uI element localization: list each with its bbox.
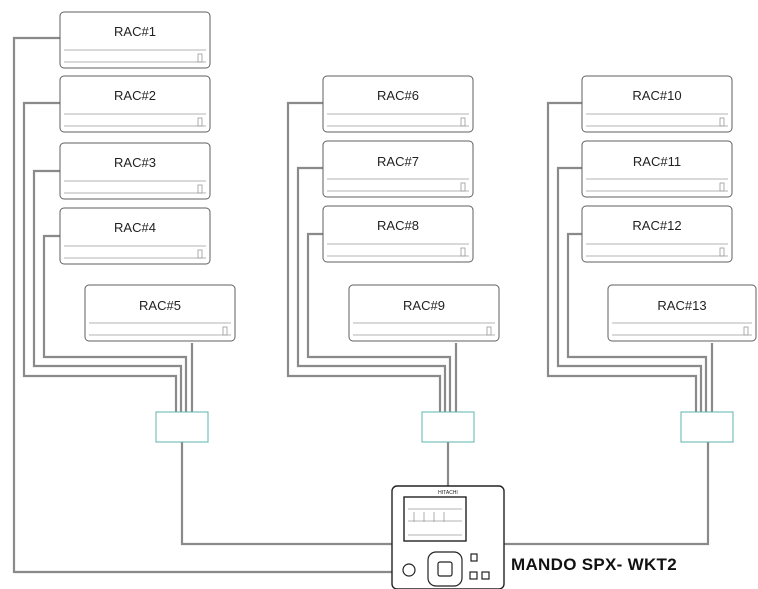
indoor-unit-rac3: RAC#3 [59, 142, 211, 200]
junction-box-3 [680, 411, 734, 443]
controller-brand-logo: HITACHI [438, 490, 458, 496]
wire-rac11 [556, 166, 703, 412]
wire-rac4 [42, 234, 188, 412]
indoor-unit-rac11: RAC#11 [581, 140, 733, 198]
menu-button[interactable] [470, 553, 478, 562]
indoor-unit-rac4: RAC#4 [59, 207, 211, 265]
wire-rac3 [32, 169, 183, 412]
unit-label: RAC#13 [657, 298, 706, 313]
indoor-unit-rac1: RAC#1 [59, 11, 211, 69]
wired-controller: HITACHI [391, 485, 505, 589]
unit-label: RAC#8 [377, 218, 419, 233]
unit-label: RAC#4 [114, 220, 156, 235]
group-3-wiring [504, 101, 714, 546]
controller-label: MANDO SPX- WKT2 [511, 555, 677, 574]
back-button[interactable] [469, 571, 478, 580]
unit-label: RAC#11 [633, 154, 681, 169]
indoor-unit-rac10: RAC#10 [581, 75, 733, 133]
power-button[interactable] [402, 563, 416, 577]
group-2-wiring [286, 101, 458, 486]
wire-rac10 [546, 101, 698, 412]
unit-label: RAC#5 [139, 298, 181, 313]
unit-label: RAC#12 [632, 218, 681, 233]
indoor-unit-rac5: RAC#5 [84, 284, 236, 342]
junction-box-2 [421, 411, 475, 443]
ok-button[interactable] [437, 561, 453, 577]
indoor-unit-rac9: RAC#9 [348, 284, 500, 342]
extra-button[interactable] [481, 571, 490, 580]
indoor-unit-rac2: RAC#2 [59, 75, 211, 133]
indoor-unit-rac8: RAC#8 [322, 205, 474, 263]
unit-label: RAC#10 [632, 88, 681, 103]
wire-rac1 [12, 36, 392, 574]
unit-label: RAC#7 [377, 154, 419, 169]
unit-label: RAC#9 [403, 298, 445, 313]
wire-rac7 [296, 166, 447, 412]
unit-label: RAC#2 [114, 88, 156, 103]
wire-group1-controller [180, 442, 392, 546]
wire-rac6 [286, 101, 442, 412]
wire-group3-controller [504, 442, 710, 546]
unit-label: RAC#6 [377, 88, 419, 103]
group-1-wiring [12, 36, 392, 574]
indoor-unit-rac6: RAC#6 [322, 75, 474, 133]
unit-label: RAC#3 [114, 155, 156, 170]
wire-rac2 [22, 101, 178, 412]
wire-rac8 [306, 232, 452, 412]
indoor-unit-rac13: RAC#13 [607, 284, 757, 342]
unit-label: RAC#1 [114, 24, 156, 39]
junction-box-1 [155, 411, 209, 443]
controller-screen [403, 496, 467, 542]
indoor-unit-rac12: RAC#12 [581, 205, 733, 263]
indoor-unit-rac7: RAC#7 [322, 140, 474, 198]
wire-rac12 [566, 232, 708, 412]
